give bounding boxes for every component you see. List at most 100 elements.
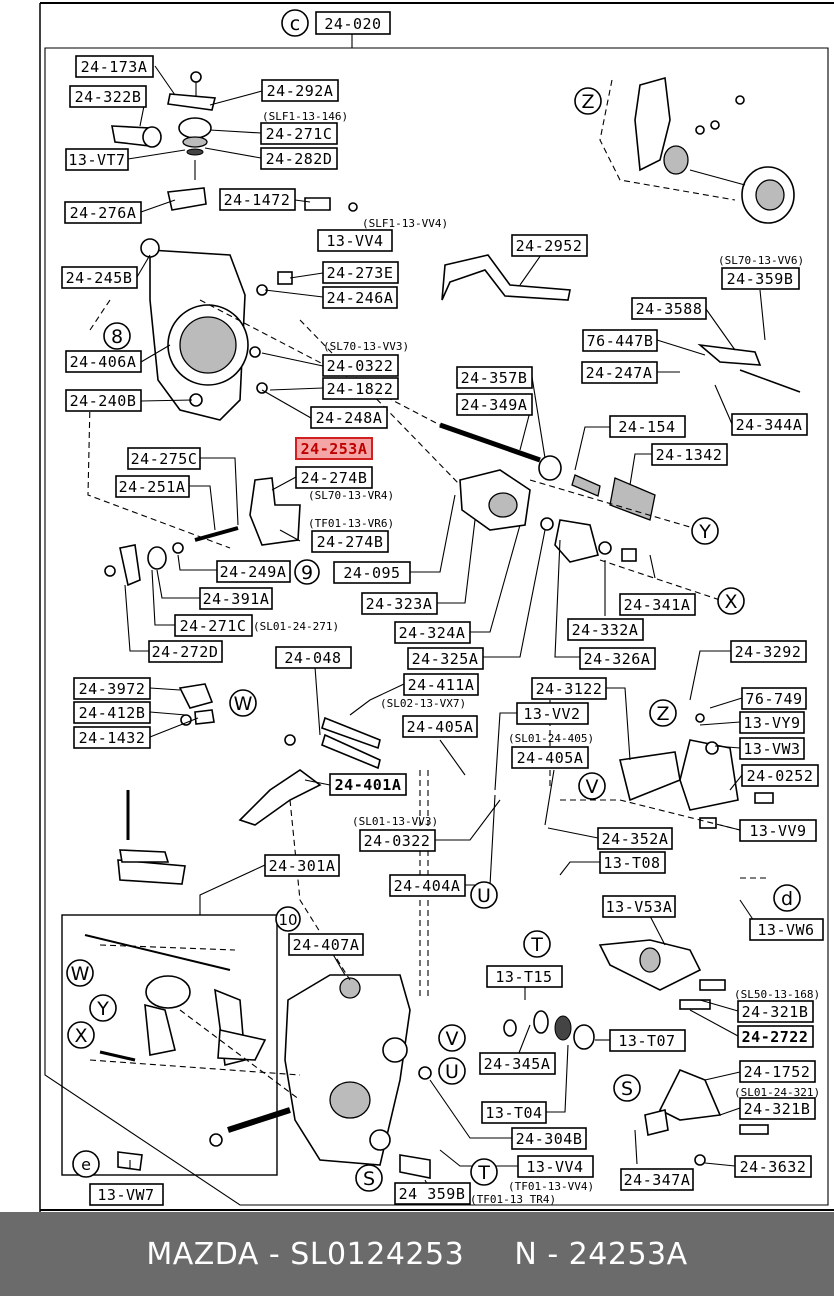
label-69[interactable]: 24-2722 (737, 1025, 814, 1048)
svg-text:24-404A: 24-404A (394, 877, 461, 895)
label-72[interactable]: 24-1752 (739, 1060, 816, 1083)
label-10[interactable]: 24-273E (322, 261, 399, 284)
label-6[interactable]: 24-276A (64, 201, 142, 224)
label-45[interactable]: 24-3972 (73, 677, 151, 700)
svg-text:24-271C: 24-271C (180, 617, 247, 635)
label-24[interactable]: 24-349A (456, 393, 533, 416)
label-1[interactable]: 24-322B (69, 85, 147, 108)
svg-text:24-249A: 24-249A (220, 563, 287, 581)
label-5[interactable]: 24-282D (260, 147, 338, 170)
label-70[interactable]: 24-345A (479, 1052, 556, 1075)
label-60[interactable]: 13-VV9 (739, 819, 817, 842)
label-79[interactable]: 13-VW7 (89, 1183, 164, 1206)
svg-text:24-301A: 24-301A (269, 857, 336, 875)
label-26[interactable]: 24-1342 (651, 443, 728, 466)
label-42[interactable]: 24-326A (579, 647, 656, 670)
label-28[interactable]: 24-275C (127, 447, 201, 470)
svg-text:e: e (81, 1155, 91, 1174)
label-18[interactable]: 24-359B (721, 267, 800, 290)
label-46[interactable]: 24-411A (403, 673, 479, 696)
label-61[interactable]: 24-301A (264, 854, 340, 877)
label-13[interactable]: 24-0322 (322, 354, 399, 377)
label-40[interactable]: 24-272D (148, 640, 223, 663)
note-7: (SL02-13-VX7) (380, 697, 466, 710)
svg-text:24-401A: 24-401A (335, 776, 402, 794)
svg-text:24-321B: 24-321B (742, 1003, 809, 1021)
label-12[interactable]: 24-406A (65, 350, 142, 373)
svg-text:S: S (363, 1168, 375, 1190)
label-16[interactable]: 24-248A (310, 406, 388, 429)
svg-text:c: c (290, 13, 300, 35)
label-56[interactable]: 24-401A (329, 773, 407, 796)
label-21[interactable]: 24-247A (581, 361, 658, 384)
highlighted-part-label[interactable]: 24-253A (295, 437, 373, 460)
label-30[interactable]: 24-251A (115, 475, 190, 498)
label-37[interactable]: 24-324A (394, 621, 471, 644)
label-23[interactable]: 24-357B (456, 366, 533, 389)
label-53[interactable]: 24-405A (402, 715, 478, 738)
label-36[interactable]: 24-271C (174, 614, 253, 637)
label-64[interactable]: 13-V53A (602, 895, 676, 918)
svg-text:13-VV4: 13-VV4 (326, 232, 383, 250)
label-35[interactable]: 24-323A (361, 592, 438, 615)
label-52[interactable]: 13-VV2 (516, 702, 589, 725)
label-0[interactable]: 24-173A (75, 55, 154, 78)
label-67[interactable]: 13-T15 (486, 965, 563, 988)
label-33[interactable]: 24-095 (333, 561, 411, 584)
label-74[interactable]: 24-304B (511, 1127, 587, 1150)
svg-text:13-VW3: 13-VW3 (743, 740, 800, 758)
label-50[interactable]: 13-VY9 (739, 711, 805, 734)
label-48[interactable]: 76-749 (741, 687, 807, 710)
label-15[interactable]: 24-240B (65, 389, 142, 412)
inset-detail (84, 934, 267, 1171)
label-9[interactable]: 24-245B (61, 266, 138, 289)
label-68[interactable]: 24-321B (737, 1000, 814, 1023)
svg-text:24-274B: 24-274B (301, 469, 368, 487)
label-51[interactable]: 24-1432 (73, 726, 151, 749)
label-65[interactable]: 13-VW6 (749, 918, 824, 941)
label-59[interactable]: 24-352A (597, 827, 673, 850)
label-78[interactable]: 24-3632 (734, 1155, 812, 1178)
label-54[interactable]: 24-405A (511, 746, 589, 769)
label-44[interactable]: 24-3292 (730, 640, 807, 663)
label-71[interactable]: 13-T07 (609, 1029, 686, 1052)
label-22[interactable]: 24-344A (731, 413, 808, 436)
label-41[interactable]: 24-325A (407, 647, 484, 670)
label-29[interactable]: 24-274B (295, 466, 373, 489)
label-63[interactable]: 24-404A (389, 874, 466, 897)
label-32[interactable]: 24-249A (216, 560, 291, 583)
label-17[interactable]: 24-2952 (511, 234, 588, 257)
label-49[interactable]: 24-412B (73, 701, 151, 724)
callout-20: T (470, 1158, 498, 1186)
label-57[interactable]: 24-0252 (741, 764, 819, 787)
label-7[interactable]: 24-1472 (219, 188, 296, 211)
label-34[interactable]: 24-391A (199, 587, 273, 610)
label-76[interactable]: 13-VV4 (517, 1155, 594, 1178)
header-ref-label[interactable]: 24-020 (315, 11, 391, 35)
label-62[interactable]: 13-T08 (599, 851, 666, 874)
label-77[interactable]: 24-347A (620, 1168, 694, 1191)
label-20[interactable]: 76-447B (582, 329, 658, 352)
label-11[interactable]: 24-246A (322, 286, 398, 309)
label-3[interactable]: 24-292A (261, 79, 339, 102)
label-66[interactable]: 24-407A (288, 933, 364, 956)
svg-text:d: d (781, 888, 793, 910)
label-31[interactable]: 24-274B (311, 530, 389, 553)
label-39[interactable]: 24-332A (567, 618, 644, 641)
label-47[interactable]: 24-3122 (531, 677, 607, 700)
label-4[interactable]: 24-271C (260, 122, 338, 145)
label-80[interactable]: 24 359B (394, 1182, 471, 1205)
label-73[interactable]: 13-T04 (481, 1101, 547, 1124)
label-19[interactable]: 24-3588 (631, 297, 707, 320)
label-58[interactable]: 24-0322 (359, 829, 436, 852)
label-43[interactable]: 24-048 (275, 646, 352, 669)
label-2[interactable]: 13-VT7 (65, 148, 129, 171)
label-14[interactable]: 24-1822 (322, 377, 399, 400)
label-75[interactable]: 24-321B (739, 1097, 816, 1120)
label-8[interactable]: 13-VV4 (317, 229, 393, 252)
label-25[interactable]: 24-154 (609, 415, 686, 438)
callout-1: 8 (103, 322, 131, 350)
label-55[interactable]: 13-VW3 (739, 737, 805, 760)
svg-text:24-325A: 24-325A (412, 650, 479, 668)
label-38[interactable]: 24-341A (619, 593, 696, 616)
